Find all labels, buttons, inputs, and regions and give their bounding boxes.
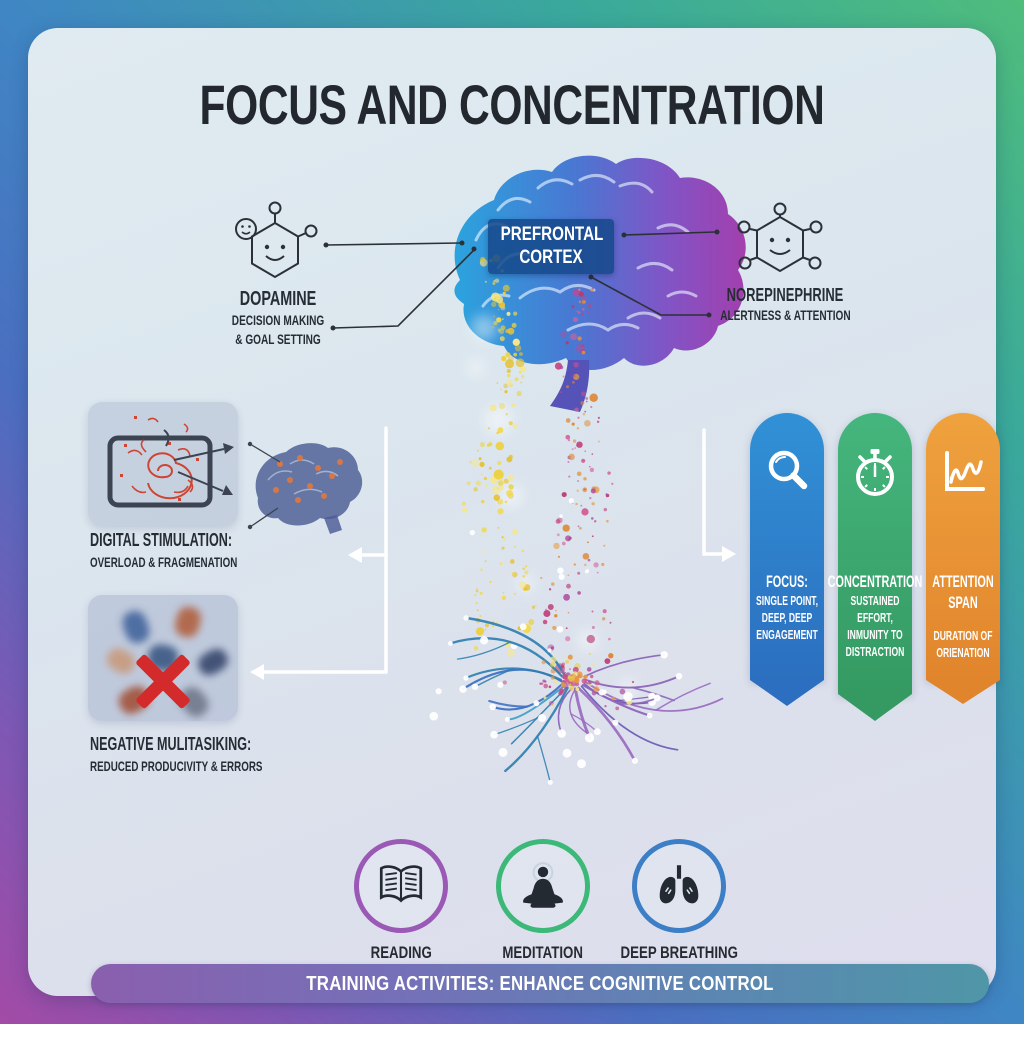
brain-gradient-illustration — [454, 156, 745, 412]
gradient-border-frame: FOCUS AND CONCENTRATION DOPAMINE DECISIO… — [0, 0, 1024, 1024]
dopamine-desc-line1: DECISION MAKING — [213, 311, 343, 330]
magnifier-icon — [761, 445, 813, 497]
meditating-person-icon — [516, 859, 570, 913]
ribbon-line: DURATION OF — [897, 627, 1024, 644]
digital-stimulation-subtitle: OVERLOAD & FRAGMENATION — [90, 554, 286, 570]
activity-deep-breathing: DEEP BREATHING — [599, 839, 759, 963]
ribbon-title: SPAN — [899, 592, 1024, 613]
attention-span-ribbon-text: ATTENTION SPAN DURATION OF ORIENATION — [863, 571, 1024, 661]
overloaded-mini-brain — [248, 442, 362, 534]
page-title: FOCUS AND CONCENTRATION — [144, 72, 880, 137]
neuron-illustration — [429, 615, 722, 785]
neurotransmitter-particle-streams — [462, 254, 637, 697]
norepinephrine-label-block: NOREPINEPHRINE ALERTNESS & ATTENTION — [695, 285, 875, 325]
prefrontal-cortex-label: PREFRONTAL CORTEX — [488, 219, 614, 274]
attention-span-ribbon: ATTENTION SPAN DURATION OF ORIENATION — [926, 413, 1000, 680]
meditation-ring — [496, 839, 590, 933]
dopamine-name: DOPAMINE — [213, 288, 343, 311]
prefrontal-line1: PREFRONTAL — [501, 223, 602, 246]
deep-breathing-label: DEEP BREATHING — [620, 943, 737, 963]
line-chart-icon — [937, 445, 989, 497]
lungs-icon — [652, 859, 706, 913]
training-activities-banner: TRAINING ACTIVITIES: ENHANCE COGNITIVE C… — [91, 964, 989, 1003]
norepinephrine-name: NOREPINEPHRINE — [720, 285, 850, 306]
multitasking-subtitle: REDUCED PRODUCIVITY & ERRORS — [90, 758, 300, 774]
digital-stimulation-title: DIGITAL STIMULATION: — [90, 530, 286, 551]
dopamine-molecule-smiley-icon — [236, 203, 317, 278]
open-book-icon — [374, 859, 428, 913]
norepinephrine-molecule-smiley-icon — [739, 204, 822, 272]
multitasking-caption: NEGATIVE MULITASIKING: REDUCED PRODUCIVI… — [90, 734, 390, 774]
ribbon-line: ORIENATION — [897, 644, 1024, 661]
ribbon-title: ATTENTION — [899, 571, 1024, 592]
infographic-panel: FOCUS AND CONCENTRATION DOPAMINE DECISIO… — [28, 28, 996, 996]
dopamine-desc-line2: & GOAL SETTING — [213, 330, 343, 349]
training-activities-text: TRAINING ACTIVITIES: ENHANCE COGNITIVE C… — [306, 972, 773, 996]
activity-reading: READING — [321, 839, 481, 963]
reading-ring — [354, 839, 448, 933]
digital-stimulation-card — [88, 402, 238, 526]
reading-label: READING — [370, 943, 431, 963]
digital-stimulation-caption: DIGITAL STIMULATION: OVERLOAD & FRAGMENA… — [90, 530, 370, 570]
meditation-label: MEDITATION — [503, 943, 584, 963]
red-x-icon — [88, 595, 238, 721]
dopamine-label-block: DOPAMINE DECISION MAKING & GOAL SETTING — [188, 288, 368, 349]
multitasking-card — [88, 595, 238, 721]
stopwatch-icon — [849, 445, 901, 501]
breathing-ring — [632, 839, 726, 933]
norepinephrine-desc: ALERTNESS & ATTENTION — [720, 306, 850, 325]
multitasking-title: NEGATIVE MULITASIKING: — [90, 734, 300, 755]
prefrontal-line2: CORTEX — [501, 246, 602, 269]
